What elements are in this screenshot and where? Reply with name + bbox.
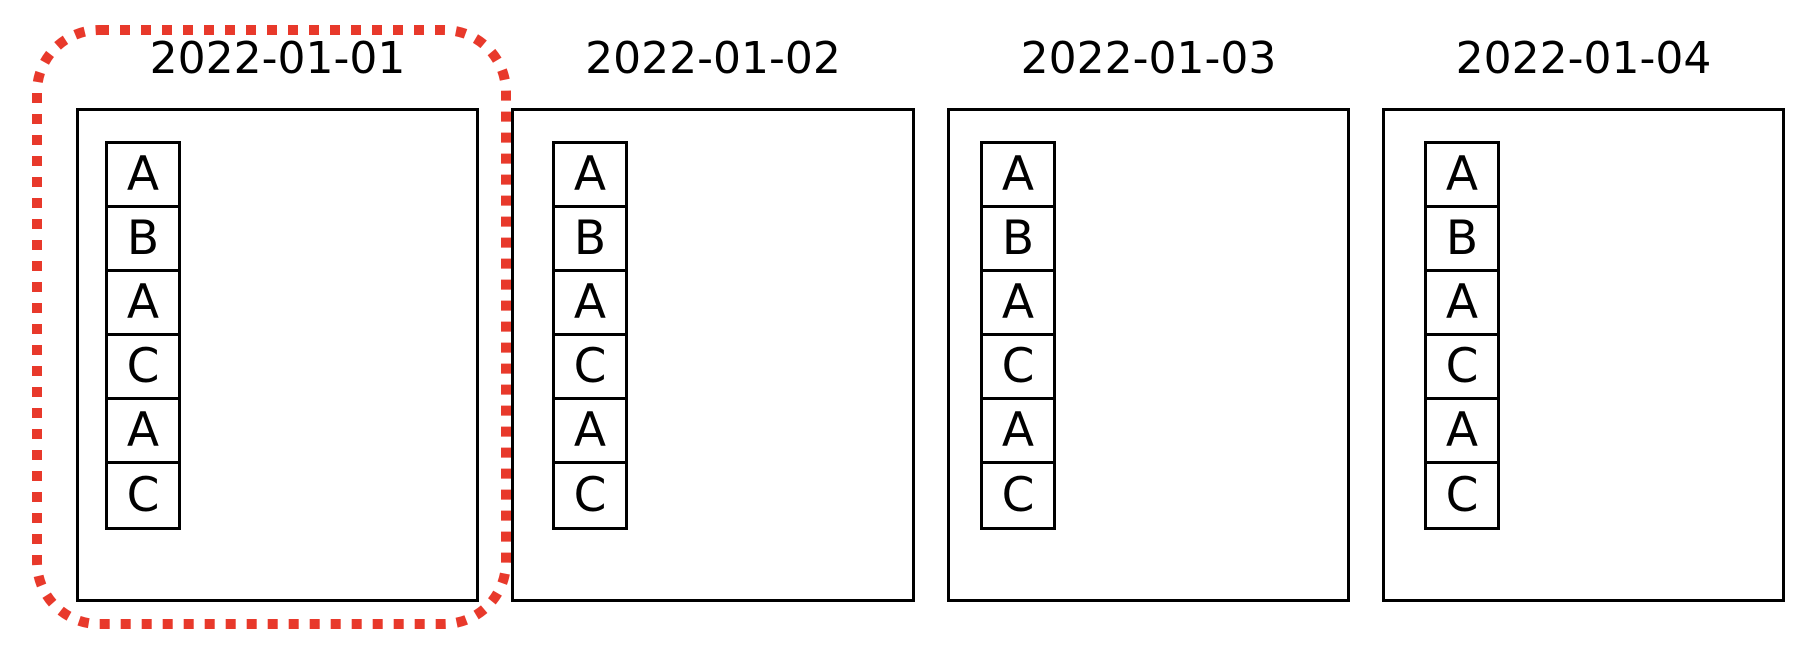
item-stack: A B A C A C [980, 141, 1056, 530]
stack-item: A [108, 144, 178, 208]
stack-item: A [1427, 272, 1497, 336]
stack-item: A [108, 272, 178, 336]
stack-item: C [1427, 336, 1497, 400]
stack-item: B [983, 208, 1053, 272]
stack-item: A [1427, 400, 1497, 464]
stack-item: B [1427, 208, 1497, 272]
stack-item: A [555, 400, 625, 464]
stack-item: C [126, 468, 160, 523]
stack-item: B [108, 208, 178, 272]
day-panel-group-4: 2022-01-04 A B A C A C [1382, 0, 1785, 648]
stack-item: A [983, 400, 1053, 464]
day-panel-group-3: 2022-01-03 A B A C A C [947, 0, 1350, 648]
item-stack: A B A C A C [105, 141, 181, 530]
item-stack: A B A C A C [1424, 141, 1500, 530]
stack-item: A [983, 272, 1053, 336]
stack-item: A [1427, 144, 1497, 208]
day-panel-frame: A B A C A C [76, 108, 479, 602]
stack-item: A [983, 144, 1053, 208]
stack-item: C [555, 336, 625, 400]
stack-item: C [1445, 468, 1479, 523]
item-stack: A B A C A C [552, 141, 628, 530]
stack-item: C [983, 336, 1053, 400]
day-panel-frame: A B A C A C [947, 108, 1350, 602]
stack-item: A [555, 144, 625, 208]
panel-title: 2022-01-03 [1020, 33, 1277, 84]
stack-item: B [555, 208, 625, 272]
panel-title: 2022-01-01 [149, 33, 406, 84]
panel-title: 2022-01-02 [585, 33, 841, 84]
stack-item: C [108, 336, 178, 400]
stack-item: A [555, 272, 625, 336]
day-panel-group-1: 2022-01-01 A B A C A C [76, 0, 479, 648]
day-panel-frame: A B A C A C [1382, 108, 1785, 602]
panel-title: 2022-01-04 [1455, 33, 1712, 84]
day-panel-group-2: 2022-01-02 A B A C A C [511, 0, 915, 648]
stack-item: C [1001, 468, 1035, 523]
stack-item: A [108, 400, 178, 464]
day-panel-frame: A B A C A C [511, 108, 915, 602]
stack-item: C [573, 468, 607, 523]
